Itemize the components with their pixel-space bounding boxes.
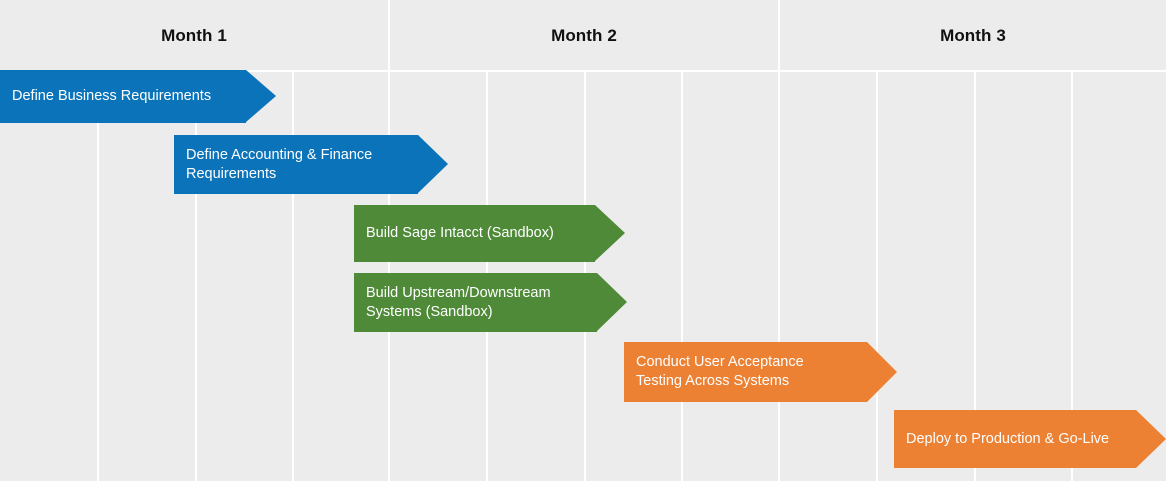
- task-bar-label: Define Accounting & Finance Requirements: [186, 146, 373, 182]
- task-bar[interactable]: Define Business Requirements: [0, 70, 276, 123]
- task-bar[interactable]: Deploy to Production & Go-Live: [894, 410, 1166, 468]
- task-bar[interactable]: Build Sage Intacct (Sandbox): [354, 205, 625, 262]
- task-bar-body: [174, 135, 418, 194]
- month-label: Month 2: [551, 26, 617, 45]
- task-bar-arrow-tip: [418, 135, 448, 193]
- timeline-header: Month 1 Month 2 Month 3: [0, 0, 1166, 72]
- task-bar-arrow-tip: [246, 70, 276, 122]
- month-label: Month 3: [940, 26, 1006, 45]
- task-bar-body: [354, 273, 597, 332]
- task-bar[interactable]: Conduct User Acceptance Testing Across S…: [624, 342, 897, 402]
- month-header-cell: Month 3: [780, 0, 1166, 72]
- task-bar-label: Conduct User Acceptance Testing Across S…: [636, 354, 804, 389]
- task-bar[interactable]: Build Upstream/Downstream Systems (Sandb…: [354, 273, 627, 332]
- month-label: Month 1: [161, 26, 227, 45]
- task-bar-body: [624, 342, 867, 402]
- month-header-cell: Month 2: [390, 0, 778, 72]
- task-bar-arrow-tip: [867, 342, 897, 402]
- task-bar-label: Build Sage Intacct (Sandbox): [366, 225, 554, 242]
- month-header-cell: Month 1: [0, 0, 388, 72]
- task-bar-label: Deploy to Production & Go-Live: [906, 430, 1110, 447]
- task-bar[interactable]: Define Accounting & Finance Requirements: [174, 135, 448, 194]
- task-bar-arrow-tip: [595, 205, 625, 261]
- task-bar-label: Define Business Requirements: [12, 88, 212, 105]
- task-bar-body: [354, 205, 595, 262]
- task-bar-arrow-tip: [597, 273, 627, 331]
- task-bar-body: [0, 70, 246, 123]
- task-bar-body: [894, 410, 1136, 468]
- task-bar-arrow-tip: [1136, 410, 1166, 468]
- task-bar-label: Build Upstream/Downstream Systems (Sandb…: [366, 284, 551, 320]
